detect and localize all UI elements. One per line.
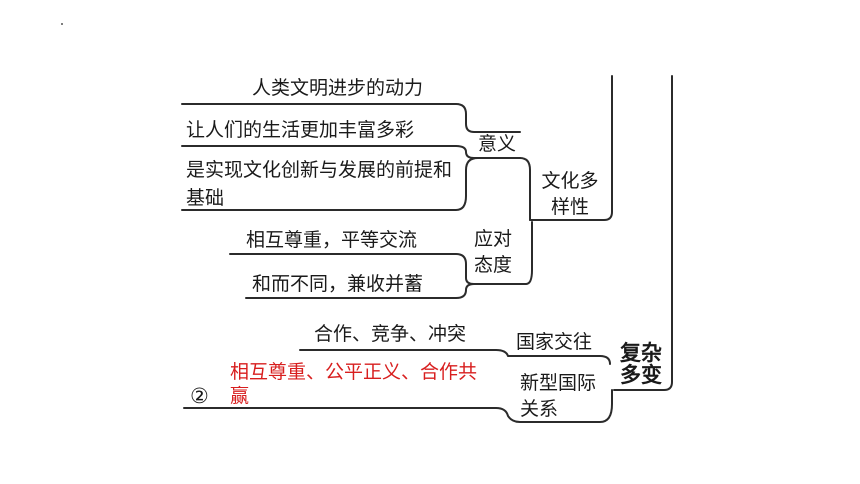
culture-diversity-label: 文化多样性 — [541, 170, 599, 218]
meaning-item-2: 让人们的生活更加丰富多彩 — [186, 119, 415, 141]
national-exchange-item: 合作、竞争、冲突 — [314, 323, 467, 345]
blank-marker: ② — [190, 384, 209, 408]
root-label: 复杂多变 — [620, 341, 662, 387]
meaning-label: 意义 — [478, 133, 517, 155]
national-exchange-label: 国家交往 — [516, 331, 593, 353]
attitude-label: 应对态度 — [474, 228, 513, 276]
answer-text: 相互尊重、公平正义、合作共赢 — [230, 361, 478, 407]
meaning-item-3: 是实现文化创新与发展的前提和基础 — [186, 159, 453, 209]
new-relations-label: 新型国际关系 — [520, 372, 597, 420]
attitude-item-2: 和而不同，兼收并蓄 — [252, 273, 424, 295]
attitude-item-1: 相互尊重，平等交流 — [246, 229, 418, 251]
meaning-item-1: 人类文明进步的动力 — [252, 77, 424, 99]
